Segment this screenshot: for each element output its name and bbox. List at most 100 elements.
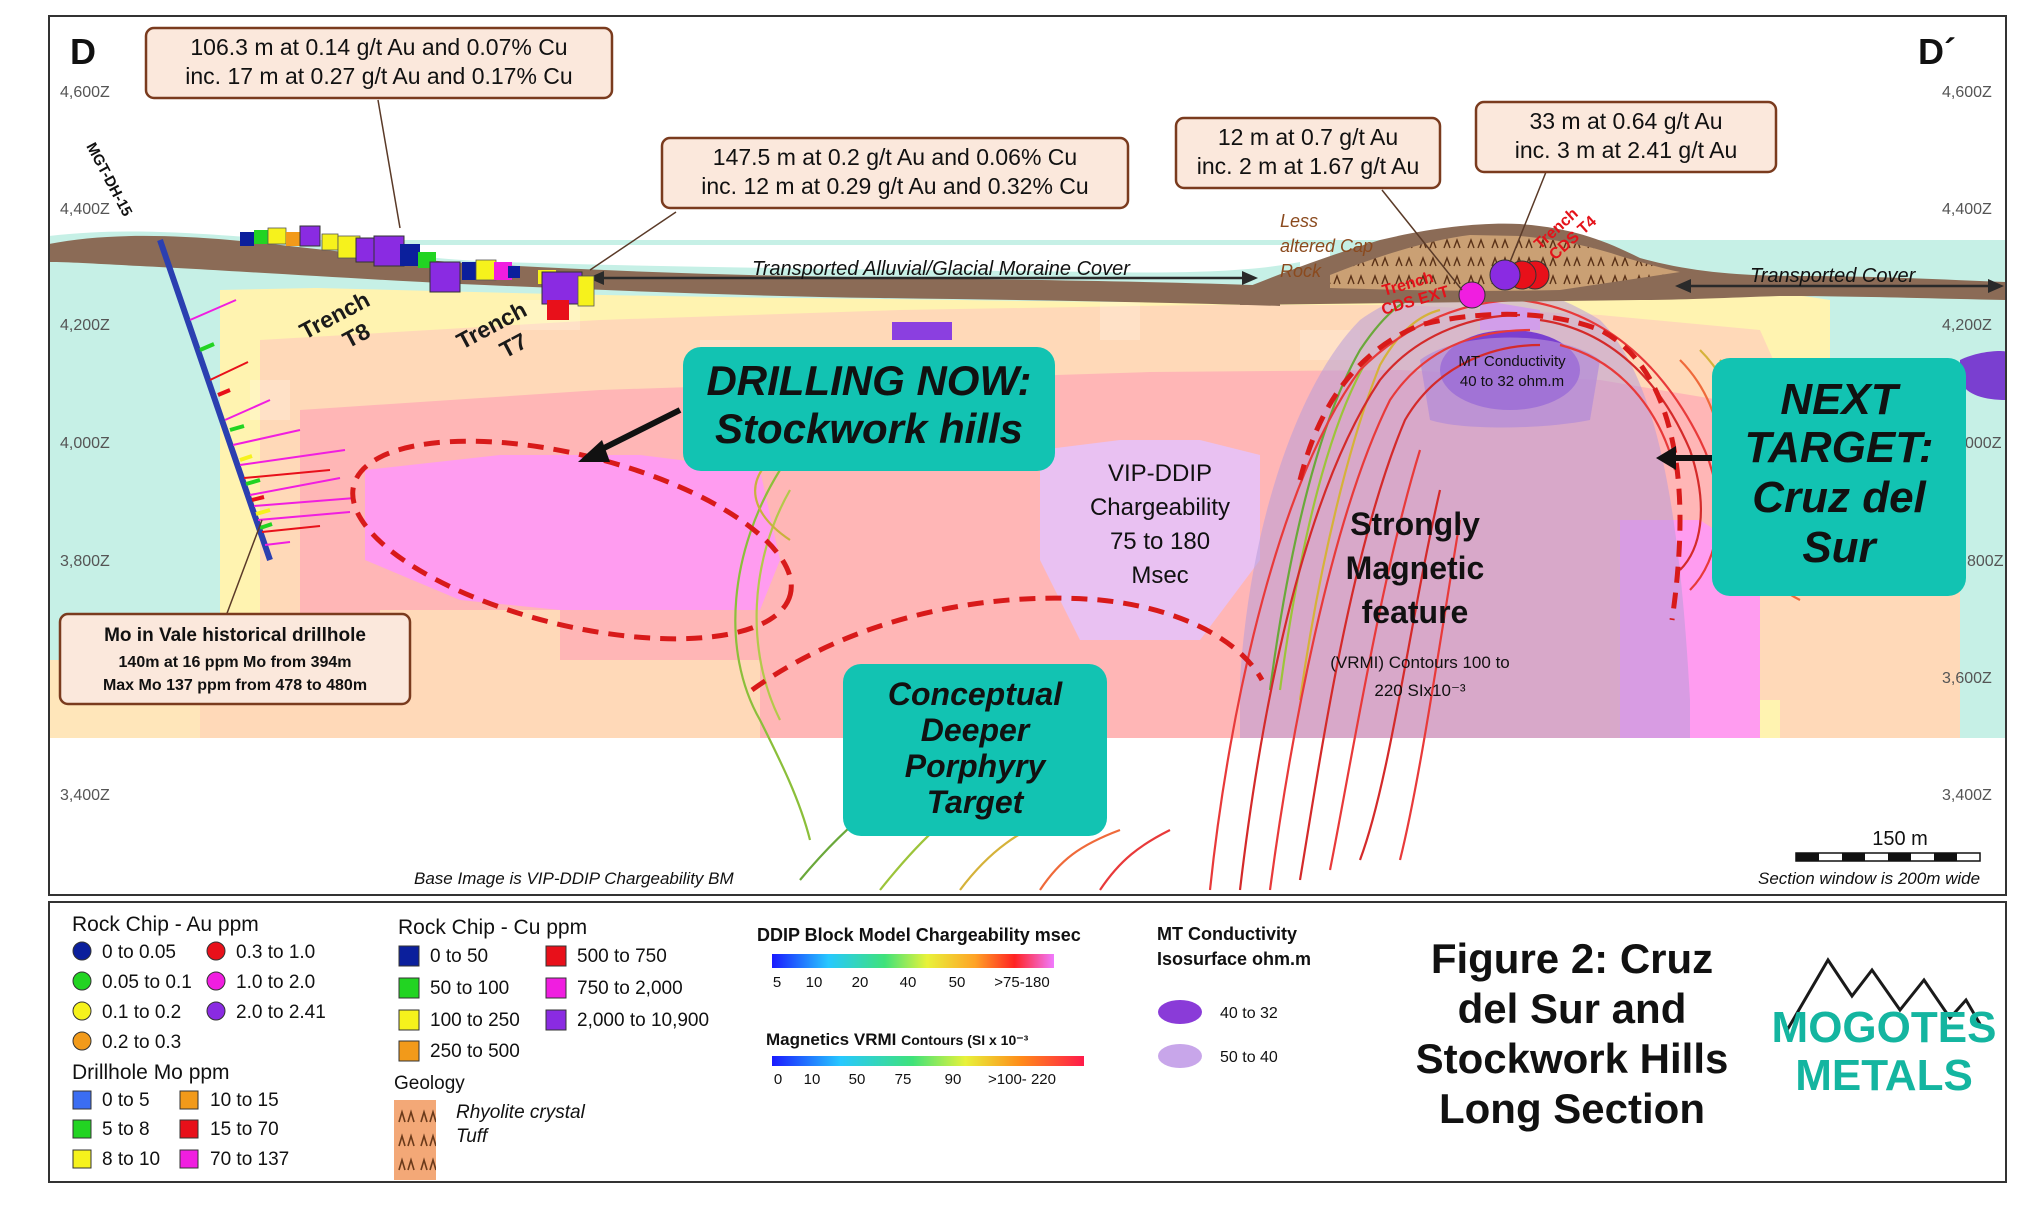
elev-right-3400: 3,400Z [1942, 787, 1992, 804]
callout-cds-ext: 12 m at 0.7 g/t Au inc. 2 m at 1.67 g/t … [1174, 116, 1463, 291]
callout-vale-line-3: Max Mo 137 ppm from 478 to 480m [103, 677, 367, 694]
legend-mo-swatch-5 [179, 1149, 199, 1169]
vrmi-line-2: 220 SIx10⁻³ [1374, 681, 1466, 700]
legend-cu-swatch-0 [398, 945, 420, 967]
section-window-note: Section window is 200m wide [1758, 869, 1980, 888]
legend-cu-5: 2,000 to 10,900 [577, 1010, 709, 1031]
callout-t7-line-2: inc. 12 m at 0.29 g/t Au and 0.32% Cu [701, 173, 1088, 199]
legend-mo-swatch-2 [72, 1119, 92, 1139]
vip-ddip-label: VIP-DDIP Chargeability 75 to 180 Msec [1090, 460, 1230, 589]
cap-rock-label: Less altered Cap Rock [1280, 211, 1373, 281]
legend-rock-au-title: Rock Chip - Au ppm [72, 913, 259, 936]
next-target-line-1: NEXT [1780, 375, 1900, 424]
elev-left-3400: 3,400Z [60, 787, 110, 804]
vip-ddip-line-2: Chargeability [1090, 494, 1230, 521]
legend-cu-swatch-2 [398, 977, 420, 999]
cover-label-right: Transported Cover [1750, 265, 1917, 287]
elev-right-4600: 4,600Z [1942, 84, 1992, 101]
legend-mt-swatch-1 [1158, 1044, 1202, 1068]
legend-au-4: 0.1 to 0.2 [102, 1002, 181, 1023]
section-frame [48, 15, 2007, 896]
elev-left-4600: 4,600Z [60, 84, 110, 101]
callout-cds-t4: 33 m at 0.64 g/t Au inc. 3 m at 2.41 g/t… [1474, 100, 1778, 263]
mountain-logo-icon [1784, 957, 1982, 1033]
legend-cu-swatch-4 [398, 1009, 420, 1031]
cap-rock-line-2: altered Cap [1280, 236, 1373, 256]
legend-cu-6: 250 to 500 [430, 1041, 520, 1062]
legend-mo-2: 5 to 8 [102, 1119, 150, 1140]
mag-tick-0: 0 [774, 1071, 782, 1088]
next-target-line-3: Cruz del [1752, 473, 1926, 522]
callout-t8-line-2: inc. 17 m at 0.27 g/t Au and 0.17% Cu [185, 63, 572, 89]
legend-mo-swatch-0 [72, 1090, 92, 1110]
legend-mo-3: 15 to 70 [210, 1119, 279, 1140]
conceptual-line-3: Porphyry [905, 748, 1048, 784]
legend-panel [48, 901, 2007, 1183]
legend-au-swatch-0 [72, 941, 92, 961]
legend-mo-swatch-1 [179, 1090, 199, 1110]
legend-au-0: 0 to 0.05 [102, 942, 176, 963]
callout-vale-hole: Mo in Vale historical drillhole 140m at … [58, 519, 412, 706]
legend-geology-title: Geology [394, 1073, 465, 1094]
legend-rock-au: Rock Chip - Au ppm 0 to 0.05 0.3 to 1.0 … [72, 913, 326, 1053]
callout-vale-line-2: 140m at 16 ppm Mo from 394m [119, 654, 352, 671]
legend-au-3: 1.0 to 2.0 [236, 972, 315, 993]
section-end-label: D´ [1918, 31, 1956, 72]
callout-cds-t4-line-2: inc. 3 m at 2.41 g/t Au [1515, 137, 1737, 163]
legend-au-2: 0.05 to 0.1 [102, 972, 192, 993]
legend-cu-3: 750 to 2,000 [577, 978, 683, 999]
elev-right-4400: 4,400Z [1942, 201, 1992, 218]
legend-mo-swatch-3 [179, 1119, 199, 1139]
ddip-tick-0: 5 [773, 974, 781, 991]
elev-left-3800: 3,800Z [60, 553, 110, 570]
legend-au-5: 2.0 to 2.41 [236, 1002, 326, 1023]
vip-ddip-line-3: 75 to 180 [1110, 528, 1210, 555]
legend-cu-swatch-1 [545, 945, 567, 967]
legend-cu-swatch-6 [398, 1040, 420, 1062]
conceptual-target-box: Conceptual Deeper Porphyry Target [843, 664, 1107, 836]
elev-right-3600: 3,600Z [1942, 670, 1992, 687]
conceptual-line-4: Target [927, 784, 1025, 820]
legend-rock-cu: Rock Chip - Cu ppm 0 to 50 500 to 750 50… [398, 916, 709, 1062]
figure-title-line-2: del Sur and [1458, 985, 1687, 1032]
legend-mo-1: 10 to 15 [210, 1090, 279, 1111]
next-target-box: NEXT TARGET: Cruz del Sur [1656, 358, 1966, 596]
logo-line-1: MOGOTES [1772, 1003, 1997, 1052]
drilling-now-box: DRILLING NOW: Stockwork hills [578, 347, 1055, 471]
callout-t7-line-1: 147.5 m at 0.2 g/t Au and 0.06% Cu [713, 144, 1077, 170]
trench-rock-chips [240, 225, 1550, 320]
logo-line-2: METALS [1795, 1051, 1973, 1100]
legend-drill-mo-title: Drillhole Mo ppm [72, 1061, 230, 1084]
legend-au-swatch-1 [206, 941, 226, 961]
ddip-tick-5: >75-180 [994, 974, 1049, 991]
vrmi-contour-label: (VRMI) Contours 100 to 220 SIx10⁻³ [1330, 653, 1510, 700]
mag-tick-5: >100- 220 [988, 1071, 1056, 1088]
elev-left-4400: 4,400Z [60, 201, 110, 218]
legend-geology: Geology Rhyolite crystal Tuff [394, 1073, 586, 1180]
legend-cu-swatch-3 [545, 977, 567, 999]
legend-au-swatch-2 [72, 971, 92, 991]
legend-cu-0: 0 to 50 [430, 946, 488, 967]
mag-tick-3: 75 [895, 1071, 912, 1088]
ddip-tick-1: 10 [806, 974, 823, 991]
mag-tick-2: 50 [849, 1071, 866, 1088]
vrmi-line-1: (VRMI) Contours 100 to [1330, 653, 1510, 672]
legend-ddip-title: DDIP Block Model Chargeability msec [757, 925, 1081, 945]
vip-ddip-line-1: VIP-DDIP [1108, 460, 1212, 487]
legend-mt-swatch-0 [1158, 1000, 1202, 1024]
callout-t8-line-1: 106.3 m at 0.14 g/t Au and 0.07% Cu [190, 34, 567, 60]
legend-au-swatch-3 [206, 971, 226, 991]
cap-rock-line-3: Rock [1280, 261, 1322, 281]
figure-title: Figure 2: Cruz del Sur and Stockwork Hil… [1416, 935, 1729, 1132]
legend-mag-title: Magnetics VRMI Contours (SI x 10⁻³ [766, 1030, 1029, 1049]
magnetic-line-2: Magnetic [1346, 550, 1485, 586]
legend-au-swatch-5 [206, 1001, 226, 1021]
vip-ddip-line-4: Msec [1131, 562, 1188, 589]
figure-title-line-4: Long Section [1439, 1085, 1705, 1132]
legend-cu-1: 500 to 750 [577, 946, 667, 967]
legend-drill-mo: Drillhole Mo ppm 0 to 5 10 to 15 5 to 8 … [72, 1061, 289, 1170]
legend-mt-1: 50 to 40 [1220, 1049, 1278, 1066]
figure-title-line-3: Stockwork Hills [1416, 1035, 1729, 1082]
conceptual-line-1: Conceptual [888, 676, 1063, 712]
